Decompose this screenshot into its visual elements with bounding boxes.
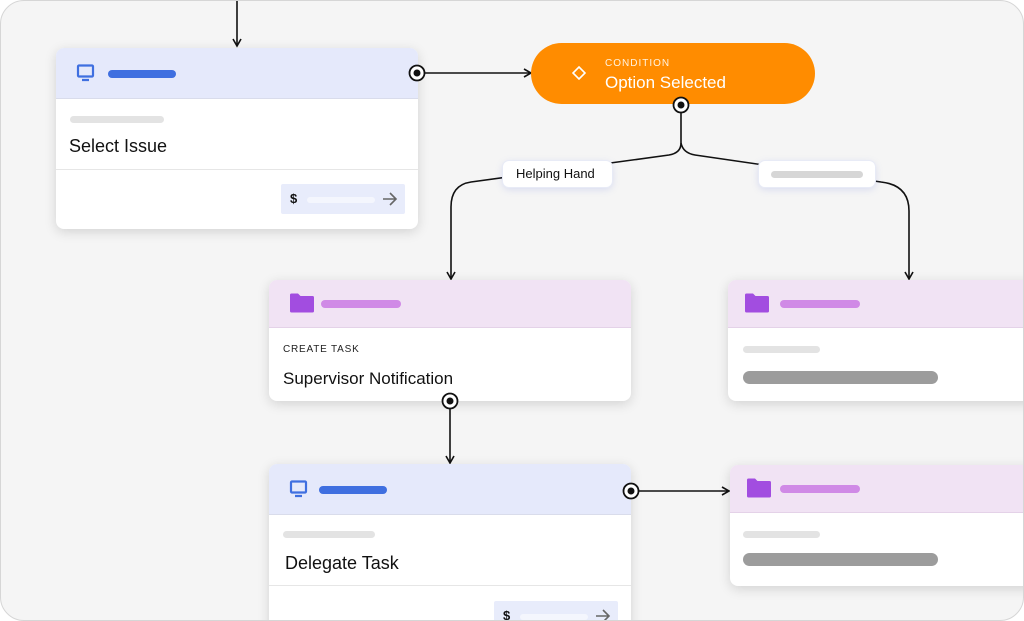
currency-symbol: $ (290, 191, 298, 206)
folder-icon (747, 478, 771, 498)
placeholder-task-card-top[interactable] (728, 280, 1023, 401)
text-placeholder (743, 531, 820, 538)
arrow-right-icon[interactable] (594, 607, 612, 621)
header-placeholder (321, 300, 401, 308)
text-placeholder (743, 346, 820, 353)
output-port[interactable] (622, 482, 640, 500)
card-footer (269, 585, 631, 586)
condition-label: CONDITION (605, 58, 671, 69)
amount-placeholder (520, 614, 588, 620)
card-header (728, 280, 1023, 328)
card-header (269, 464, 631, 515)
supervisor-notification-card[interactable]: CREATE TASK Supervisor Notification (269, 280, 631, 401)
branch-label-unnamed[interactable] (759, 161, 875, 187)
condition-title: Option Selected (605, 73, 726, 92)
payment-field[interactable]: $ (281, 184, 405, 214)
monitor-icon (76, 64, 95, 82)
node-title: Delegate Task (285, 553, 399, 573)
output-port[interactable] (441, 392, 459, 410)
condition-node[interactable]: CONDITION Option Selected (531, 43, 815, 104)
title-placeholder (743, 553, 938, 566)
branch-label-text: Helping Hand (516, 166, 595, 181)
folder-icon (745, 293, 769, 313)
delegate-task-card[interactable]: Delegate Task $ (269, 464, 631, 621)
text-placeholder (70, 116, 164, 123)
diamond-icon (572, 66, 586, 80)
text-placeholder (283, 531, 375, 538)
currency-symbol: $ (503, 608, 511, 621)
branch-connector-right (680, 142, 914, 281)
card-header (56, 48, 418, 99)
monitor-icon (289, 480, 308, 498)
card-footer (56, 169, 418, 170)
placeholder-task-card-bottom[interactable] (730, 465, 1023, 586)
node-title: Select Issue (69, 136, 168, 156)
card-header (269, 280, 631, 328)
branch-label-helping-hand[interactable]: Helping Hand (503, 161, 612, 187)
node-title: Supervisor Notification (283, 369, 454, 388)
header-placeholder (108, 70, 176, 78)
header-placeholder (780, 300, 860, 308)
payment-field[interactable]: $ (494, 601, 618, 621)
amount-placeholder (307, 197, 375, 203)
arrow-right-icon[interactable] (381, 190, 399, 208)
output-port[interactable] (672, 96, 690, 114)
header-placeholder (319, 486, 387, 494)
task-type-label: CREATE TASK (283, 344, 360, 355)
select-issue-card[interactable]: Select Issue $ (56, 48, 418, 229)
folder-icon (290, 293, 314, 313)
branch-label-placeholder (771, 171, 863, 178)
header-placeholder (780, 485, 860, 493)
card-header (730, 465, 1023, 513)
title-placeholder (743, 371, 938, 384)
output-port[interactable] (408, 64, 426, 82)
